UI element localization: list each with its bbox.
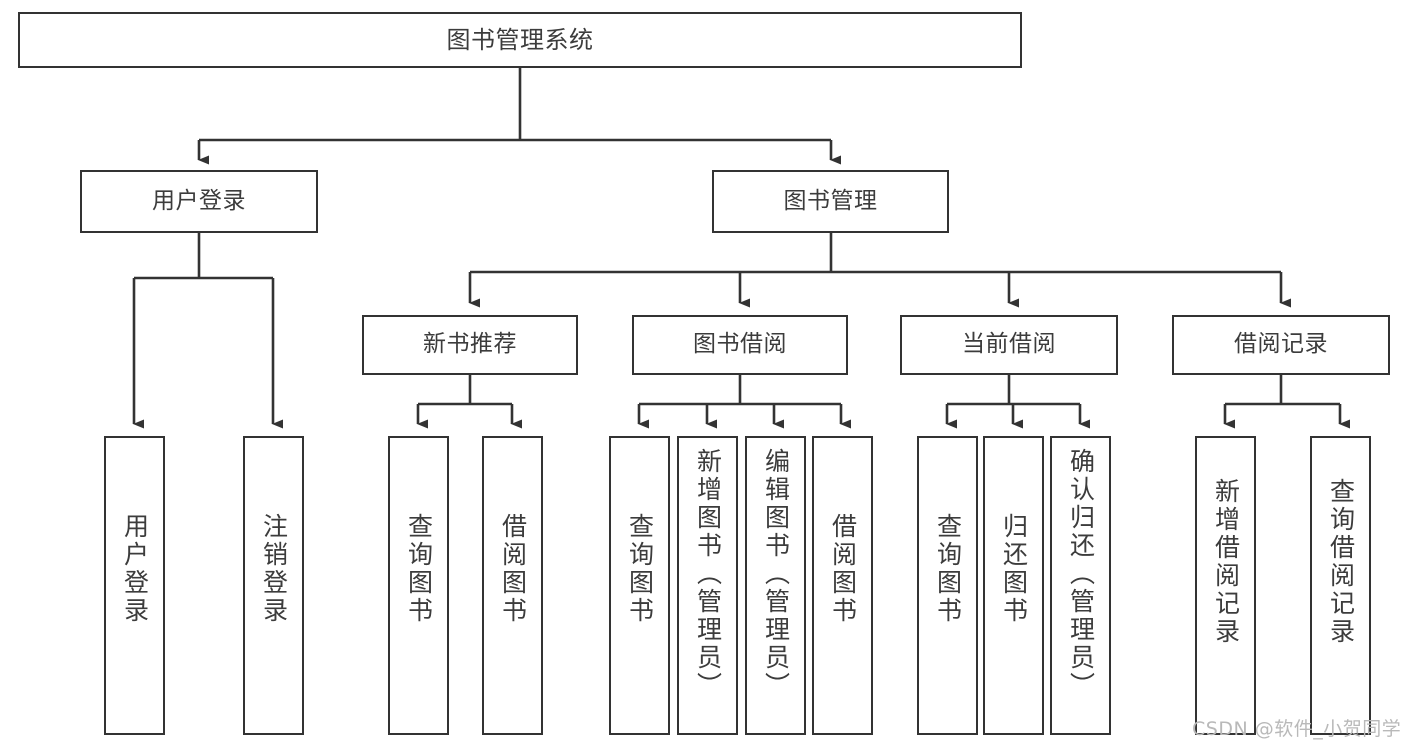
- node-label: 编辑图书（管理员）: [761, 448, 791, 700]
- node-new-book-recommend[interactable]: 新书推荐: [362, 315, 578, 375]
- leaf-return-book[interactable]: 归还图书: [983, 436, 1044, 735]
- leaf-borrow-book-borrow[interactable]: 借阅图书: [812, 436, 873, 735]
- node-label: 查询图书: [933, 513, 963, 625]
- node-user-login[interactable]: 用户登录: [80, 170, 318, 233]
- node-book-borrow[interactable]: 图书借阅: [632, 315, 848, 375]
- node-label: 图书管理: [783, 187, 878, 214]
- node-book-management[interactable]: 图书管理: [712, 170, 949, 233]
- node-label: 用户登录: [120, 513, 150, 625]
- leaf-confirm-return-admin[interactable]: 确认归还（管理员）: [1050, 436, 1111, 735]
- leaf-edit-book-admin[interactable]: 编辑图书（管理员）: [745, 436, 806, 735]
- node-label: 图书管理系统: [446, 25, 594, 54]
- leaf-query-book-current[interactable]: 查询图书: [917, 436, 978, 735]
- node-label: 查询图书: [404, 513, 434, 625]
- node-current-borrow[interactable]: 当前借阅: [900, 315, 1118, 375]
- node-label: 借阅图书: [498, 513, 528, 625]
- node-borrow-record[interactable]: 借阅记录: [1172, 315, 1390, 375]
- node-label: 注销登录: [259, 513, 289, 625]
- node-label: 用户登录: [152, 187, 246, 214]
- node-label: 新增图书（管理员）: [693, 448, 723, 700]
- leaf-query-borrow-record[interactable]: 查询借阅记录: [1310, 436, 1371, 735]
- leaf-borrow-book-recommend[interactable]: 借阅图书: [482, 436, 543, 735]
- csdn-watermark: CSDN @软件_小贺同学: [1192, 718, 1402, 740]
- leaf-query-book-borrow[interactable]: 查询图书: [609, 436, 670, 735]
- node-label: 图书借阅: [693, 331, 787, 358]
- node-label: 借阅图书: [828, 513, 858, 625]
- node-label: 归还图书: [999, 513, 1029, 625]
- node-label: 当前借阅: [962, 331, 1056, 358]
- leaf-user-login[interactable]: 用户登录: [104, 436, 165, 735]
- leaf-add-borrow-record[interactable]: 新增借阅记录: [1195, 436, 1256, 735]
- node-root-book-management-system[interactable]: 图书管理系统: [18, 12, 1022, 68]
- leaf-query-book-recommend[interactable]: 查询图书: [388, 436, 449, 735]
- node-label: 新书推荐: [423, 331, 517, 358]
- node-label: 查询借阅记录: [1326, 478, 1356, 646]
- leaf-add-book-admin[interactable]: 新增图书（管理员）: [677, 436, 738, 735]
- node-label: 借阅记录: [1234, 331, 1328, 358]
- leaf-logout-login[interactable]: 注销登录: [243, 436, 304, 735]
- node-label: 新增借阅记录: [1211, 478, 1241, 646]
- node-label: 确认归还（管理员）: [1066, 448, 1096, 700]
- node-label: 查询图书: [625, 513, 655, 625]
